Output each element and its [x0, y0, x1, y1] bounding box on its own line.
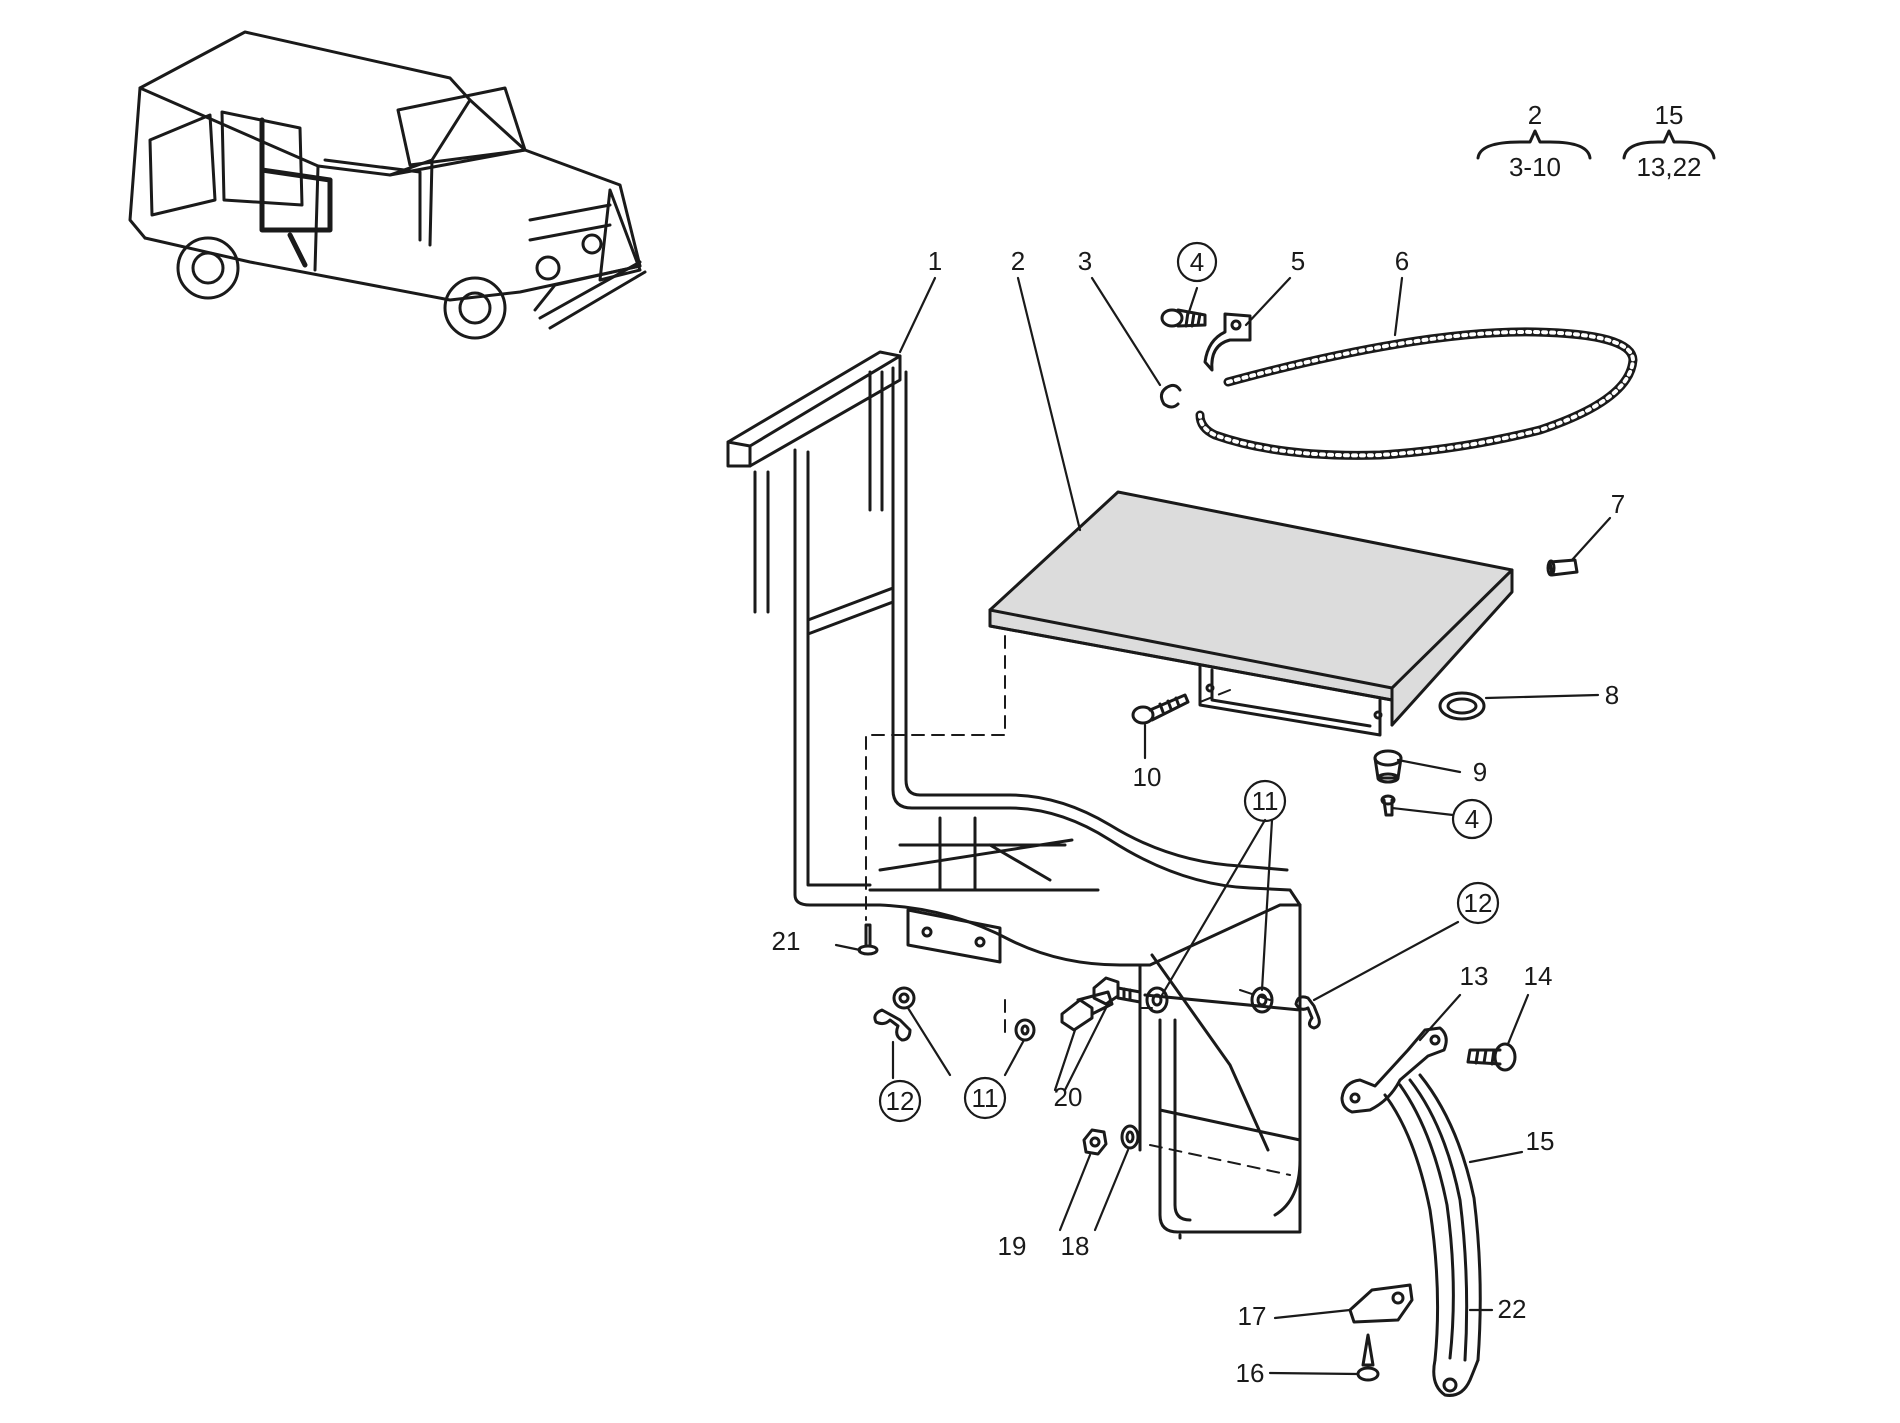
screw-part-14 [1466, 1042, 1517, 1072]
callout-17: 17 [1238, 1301, 1267, 1331]
assembly-lines [865, 635, 1291, 1176]
battery-cover [988, 490, 1514, 737]
screw-part-16 [1356, 1333, 1380, 1382]
callout-15: 15 [1526, 1126, 1555, 1156]
callout-10: 10 [1133, 762, 1162, 792]
bolt-part-20-b [1092, 976, 1142, 1006]
group-bracket-15 [1622, 129, 1716, 160]
screw-part-4-top [1160, 308, 1207, 328]
strap-part-15 [1383, 1073, 1482, 1362]
group-parent-label-2: 2 [1528, 100, 1542, 130]
callout-16: 16 [1236, 1358, 1265, 1388]
wing-nut-part-12-b [1294, 995, 1321, 1030]
clip-part-3 [1159, 383, 1182, 409]
callout-6: 6 [1395, 246, 1409, 276]
grommet-part-8 [1438, 691, 1486, 721]
bumper-part-9 [1373, 749, 1403, 784]
callout-14: 14 [1524, 961, 1553, 991]
callout-12-right: 12 [1464, 888, 1493, 918]
callout-9: 9 [1473, 757, 1487, 787]
callout-7: 7 [1611, 489, 1625, 519]
callout-2: 2 [1011, 246, 1025, 276]
callout-circles [878, 241, 1500, 1123]
group-children-label-15: 13,22 [1636, 152, 1701, 182]
washer-part-18 [1120, 1124, 1140, 1150]
bracket-part-17 [1348, 1283, 1414, 1324]
washer-part-11-c [1145, 986, 1169, 1014]
callout-22: 22 [1498, 1294, 1527, 1324]
clamp-part-13 [1340, 1026, 1448, 1114]
callout-21: 21 [772, 926, 801, 956]
callout-4-top: 4 [1190, 247, 1204, 277]
callout-13: 13 [1460, 961, 1489, 991]
callout-8: 8 [1605, 680, 1619, 710]
screw-part-10 [1131, 693, 1190, 725]
group-parent-label-15: 15 [1655, 100, 1684, 130]
nut-part-19 [1082, 1128, 1108, 1156]
callout-18: 18 [1061, 1231, 1090, 1261]
clip-part-5 [1203, 312, 1252, 372]
washer-part-11-b [1014, 1018, 1036, 1042]
callout-12-left: 12 [886, 1086, 915, 1116]
group-bracket-2 [1476, 129, 1592, 160]
callout-3: 3 [1078, 246, 1092, 276]
callout-1: 1 [928, 246, 942, 276]
side-bracket [1138, 903, 1302, 1152]
callout-4-lower: 4 [1465, 804, 1479, 834]
vehicle-locator-illustration [128, 30, 647, 340]
callout-20: 20 [1054, 1082, 1083, 1112]
callout-11-left: 11 [972, 1083, 999, 1113]
mounting-plate [906, 908, 1002, 964]
group-children-label-2: 3-10 [1509, 152, 1561, 182]
wing-nut-part-12-a [873, 1008, 912, 1042]
callout-19: 19 [998, 1231, 1027, 1261]
washer-part-11-a [892, 986, 916, 1010]
screw-part-4-lower [1380, 794, 1396, 817]
callout-11-right: 11 [1252, 786, 1279, 816]
hook-part-22 [1432, 1358, 1480, 1397]
callout-5: 5 [1291, 246, 1305, 276]
rivet-part-21 [857, 923, 879, 956]
leader-lines [834, 276, 1612, 1376]
seal-part-6 [1195, 327, 1638, 460]
pin-part-7 [1546, 558, 1579, 577]
battery-frame [726, 350, 1302, 1240]
